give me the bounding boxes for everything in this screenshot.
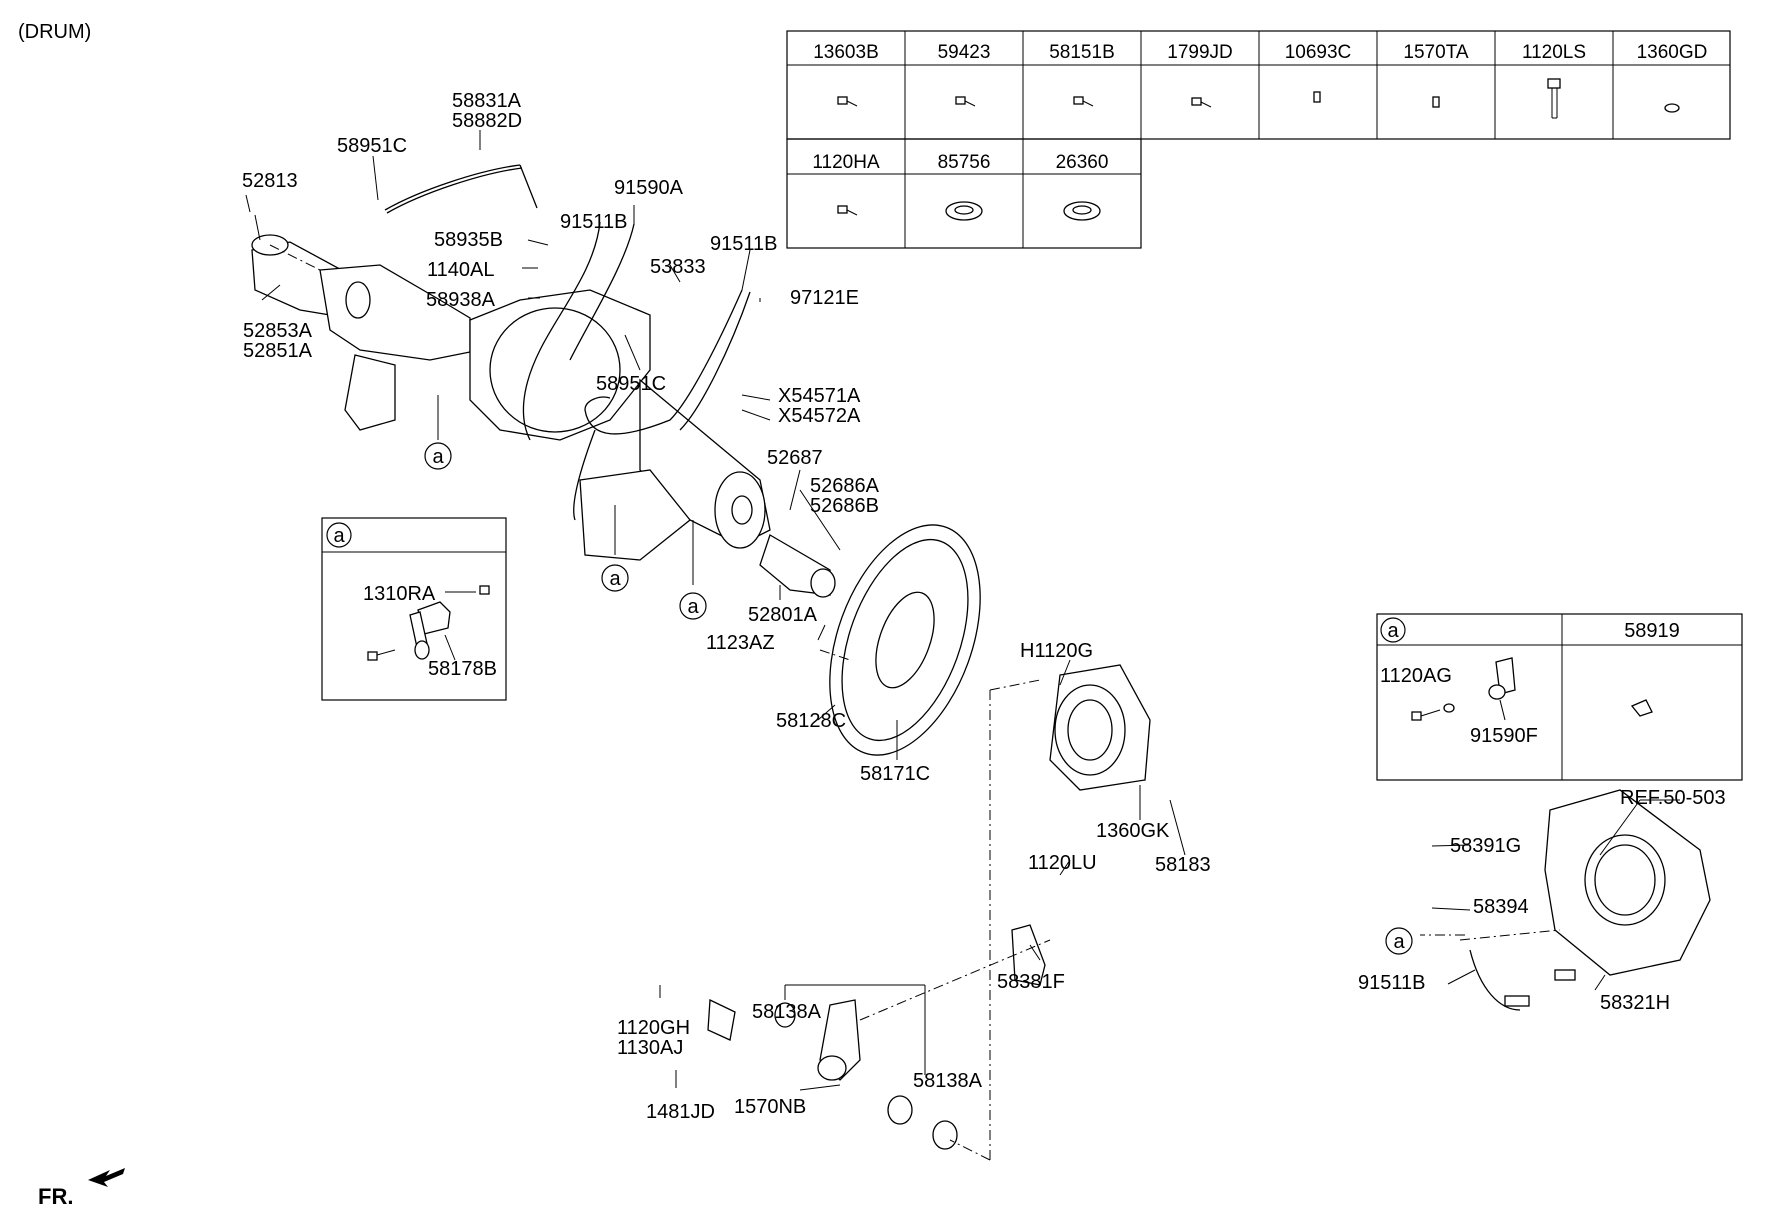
svg-text:a: a [687,596,699,618]
label-58128C: 58128C [776,710,846,732]
label-91511B-c: 91511B [1358,972,1425,994]
table-cell-85756: 85756 [938,152,991,173]
label-91511B-b: 91511B [710,233,777,255]
svg-text:a: a [609,568,621,590]
callout-a-4: a [1385,927,1413,955]
hub-flange-H1120G [1049,664,1151,791]
seal-icon-26360 [1063,201,1101,221]
label-52851A: 52851A [243,340,313,362]
svg-text:a: a [1393,931,1405,953]
table-cell-10693C: 10693C [1285,42,1352,63]
svg-text:a: a [432,446,444,468]
label-91511B-a: 91511B [560,211,627,233]
label-58831A: 58831A [452,90,522,112]
leader-lines [245,130,1680,1161]
brake-lines [384,164,751,441]
label-58951C-mid: 58951C [596,373,666,395]
long-bolt-icon-1120LS [1547,78,1561,119]
label-58178B: 58178B [428,658,497,680]
label-X54572A: X54572A [778,405,861,427]
label-1360GK: 1360GK [1096,820,1170,842]
table-cell-1120LS: 1120LS [1522,42,1586,63]
table-cell-1799JD: 1799JD [1167,42,1233,63]
label-58171C: 58171C [860,763,930,785]
knuckle-58321H [1469,789,1711,1011]
label-1570NB: 1570NB [734,1096,806,1118]
bolt-icon-1799JD [1191,97,1212,108]
table-cell-13603B: 13603B [813,42,879,63]
label-1120AG: 1120AG [1380,665,1452,687]
label-52853A: 52853A [243,320,313,342]
abs-sensor-bracket-assembly [707,924,1046,1150]
inset-a-left-marker: a [333,525,345,547]
label-58321H: 58321H [1600,992,1670,1014]
stud-icon-1570TA [1432,96,1440,108]
nut-icon-1360GD [1664,103,1680,113]
label-52687: 52687 [767,447,823,469]
bolt-icon-13603B [837,96,858,107]
label-58138A-a: 58138A [752,1001,822,1023]
label-58882D: 58882D [452,110,522,132]
inset-header-58919: 58919 [1624,620,1680,642]
backing-plate-58171C [829,524,981,756]
hardware-table: 13603B 59423 58151B 1799JD 10693C 1570TA… [786,30,1731,249]
label-H1120G: H1120G [1020,640,1093,662]
label-X54571A: X54571A [778,385,861,407]
label-1123AZ: 1123AZ [706,632,775,654]
label-58935B: 58935B [434,229,503,251]
label-58391G: 58391G [1450,835,1521,857]
axle-housing [251,234,836,598]
callout-a-3: a [679,592,707,620]
front-direction-indicator: FR. [38,1168,125,1209]
label-1120LU: 1120LU [1028,852,1097,874]
inset-a-right: a 58919 1120AG 91590F [1376,613,1743,781]
label-58183: 58183 [1155,854,1211,876]
diagram-variant-title: (DRUM) [18,21,91,43]
table-cell-26360: 26360 [1056,152,1109,173]
label-52686A: 52686A [810,475,880,497]
label-91590F: 91590F [1470,725,1538,747]
label-1310RA: 1310RA [363,583,436,605]
label-1481JD: 1481JD [646,1101,715,1123]
bolt-icon-58151B [1073,96,1094,107]
seal-icon-85756 [945,201,983,221]
table-cell-1120HA: 1120HA [812,152,880,173]
stud-icon-10693C [1313,91,1321,103]
bolt-icon-59423 [955,96,976,107]
label-53833: 53833 [650,256,706,278]
label-1140AL: 1140AL [427,259,494,281]
callout-a-1: a [424,442,452,470]
label-1130AJ: 1130AJ [617,1037,683,1059]
label-97121E: 97121E [790,287,859,309]
table-cell-58151B: 58151B [1049,42,1115,63]
label-REF-50-503: REF.50-503 [1620,787,1726,809]
table-cell-1570TA: 1570TA [1403,42,1468,63]
bolt-icon-1120HA [837,205,858,216]
label-58381F: 58381F [997,971,1065,993]
fr-label: FR. [38,1184,73,1209]
label-52813: 52813 [242,170,298,192]
table-cell-59423: 59423 [938,42,991,63]
label-52801A: 52801A [748,604,818,626]
callout-a-2: a [601,564,629,592]
table-cell-1360GD: 1360GD [1637,42,1708,63]
label-58938A: 58938A [426,289,496,311]
front-arrow-icon [88,1168,125,1187]
label-52686B: 52686B [810,495,879,517]
part-labels: 58831A 58882D 58951C 52813 91590A 58935B… [242,90,1726,1123]
label-91590A: 91590A [614,177,684,199]
label-1120GH: 1120GH [617,1017,690,1039]
label-58138A-b: 58138A [913,1070,983,1092]
inset-a-right-marker: a [1387,620,1399,642]
inset-a-left: a 1310RA 58178B [321,517,507,701]
label-58951C-top: 58951C [337,135,407,157]
label-58394: 58394 [1473,896,1529,918]
